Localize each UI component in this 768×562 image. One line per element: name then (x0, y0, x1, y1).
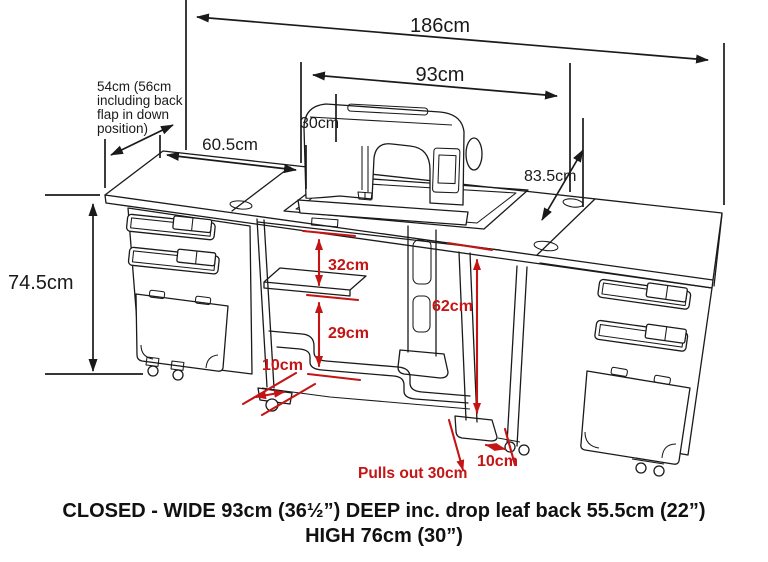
bottom-rail-1 (268, 330, 471, 397)
dim-label-186cm: 186cm (410, 15, 470, 37)
right-swing-bin (580, 366, 691, 465)
presser-foot (357, 191, 373, 201)
tick-32-bottom (305, 293, 360, 302)
right-cabinet-leg (506, 265, 528, 447)
dimension-right-top-width: 83.5cm (524, 118, 584, 221)
dim-label-29cm: 29cm (328, 325, 369, 342)
dim-label-62cm: 62cm (432, 298, 473, 315)
dimension-cabinet-height: 74.5cm (8, 194, 143, 375)
right-cabinet (539, 262, 713, 477)
center-opening (256, 218, 530, 456)
dimension-upper-opening: 32cm (315, 238, 369, 287)
dim-label-30cm: 30cm (300, 115, 339, 132)
sewing-machine (297, 103, 483, 226)
dimension-left-leaf-width: 60.5cm (166, 135, 297, 174)
dimension-top-width: 93cm (300, 62, 571, 192)
dimension-opening-height: 62cm (432, 258, 481, 415)
left-tray-1 (125, 213, 216, 241)
pullout-panel (458, 251, 478, 423)
label-pulls-out-30cm: Pulls out 30cm (358, 465, 467, 482)
machine-body (303, 103, 465, 206)
caption: CLOSED - WIDE 93cm (36½”) DEEP inc. drop… (62, 500, 705, 547)
tick-62-top (446, 241, 494, 252)
left-casters (145, 356, 185, 381)
dimension-left-clearance: 10cm (241, 357, 317, 417)
right-casters (631, 458, 665, 477)
machine-bed (297, 199, 469, 226)
dim-label-83-5cm: 83.5cm (524, 168, 576, 185)
dimension-overall-width: 186cm (185, 0, 725, 205)
dim-label-74-5cm: 74.5cm (8, 272, 74, 294)
dim-label-10cm-left: 10cm (262, 357, 303, 374)
dim-label-32cm: 32cm (328, 257, 369, 274)
caption-line-1: CLOSED - WIDE 93cm (36½”) DEEP inc. drop… (62, 500, 705, 522)
caption-line-2: HIGH 76cm (30”) (305, 525, 463, 547)
dimension-machine-height: 30cm (300, 94, 339, 189)
dim-label-54cm-1: 54cm (56cm (97, 79, 171, 94)
left-cabinet (125, 207, 253, 381)
black-dimensions: 186cm 93cm 30cm 54cm (56cm including bac… (8, 0, 725, 375)
dim-label-54cm-4: position) (97, 121, 148, 136)
dim-label-54cm-2: including back (97, 93, 183, 108)
dim-label-54cm-3: flap in down (97, 107, 169, 122)
left-swing-bin (135, 289, 229, 372)
dimension-leaf-depth: 54cm (56cm including back flap in down p… (97, 79, 183, 188)
right-tray-1 (597, 278, 692, 310)
dim-label-60-5cm: 60.5cm (202, 135, 258, 154)
bottom-rail-2 (276, 346, 469, 404)
right-tray-2 (594, 319, 689, 352)
red-dimensions: 32cm 29cm 62cm 10cm 10cm Pulls out 30cm (241, 229, 518, 482)
dim-label-10cm-right: 10cm (477, 453, 518, 470)
carry-handle (347, 103, 429, 116)
control-panel (432, 147, 461, 194)
tick-32-top (301, 229, 357, 238)
cabinet-linework (104, 103, 723, 477)
dimension-lower-opening: 29cm (315, 301, 369, 368)
tick-29-bottom (306, 372, 362, 382)
balance-wheel (465, 137, 483, 171)
dimension-right-clearance: 10cm (477, 427, 518, 470)
left-tray-2 (127, 246, 220, 275)
dim-label-93cm: 93cm (416, 64, 465, 86)
lift-column (397, 225, 449, 379)
shelf (263, 267, 367, 297)
annotation-pull-out: Pulls out 30cm (358, 418, 467, 482)
